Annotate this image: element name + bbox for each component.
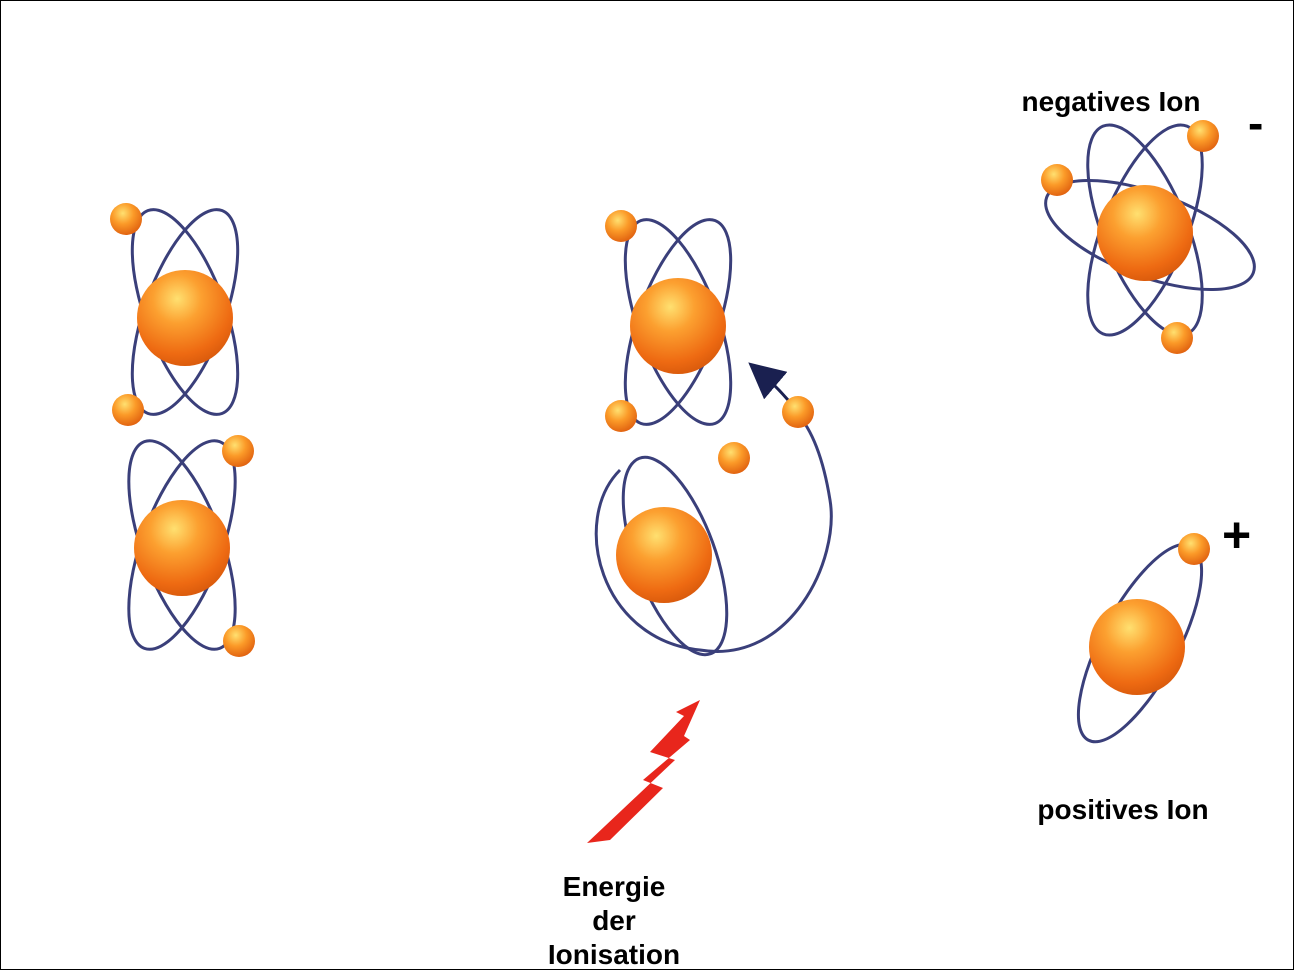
energy-label-line3: Ionisation [547, 939, 681, 970]
nucleus [616, 507, 712, 603]
lightning-bolt-icon [587, 700, 700, 843]
electron [222, 435, 254, 467]
electron [605, 400, 637, 432]
nucleus [630, 278, 726, 374]
plus-sign: + [1222, 507, 1252, 563]
electron [1041, 164, 1073, 196]
nucleus [1097, 185, 1193, 281]
positive-ion-label: positives Ion [1037, 794, 1209, 825]
atom-neutral-left-top [110, 203, 240, 426]
energy-label: Energie der Ionisation [494, 870, 734, 972]
nucleus [137, 270, 233, 366]
atom-middle-top [605, 210, 733, 432]
atom-positive-ion [1076, 533, 1210, 744]
electron [112, 394, 144, 426]
escaping-electron [748, 362, 814, 428]
energy-label-line2: der [592, 905, 636, 936]
minus-sign: - [1248, 97, 1264, 149]
electron [1161, 322, 1193, 354]
electron [1178, 533, 1210, 565]
orbit-open [594, 410, 833, 653]
electron [782, 396, 814, 428]
energy-label-line1: Energie [562, 871, 666, 902]
nucleus [1089, 599, 1185, 695]
negative-ion-label: negatives Ion [1021, 86, 1201, 117]
atom-negative-ion [1041, 120, 1256, 354]
transfer-arrow [748, 362, 790, 401]
atom-middle-bottom [594, 410, 833, 657]
electron [718, 442, 750, 474]
electron [1187, 120, 1219, 152]
electron [223, 625, 255, 657]
nucleus [134, 500, 230, 596]
electron [605, 210, 637, 242]
atom-neutral-left-bottom [127, 435, 255, 657]
electron [110, 203, 142, 235]
